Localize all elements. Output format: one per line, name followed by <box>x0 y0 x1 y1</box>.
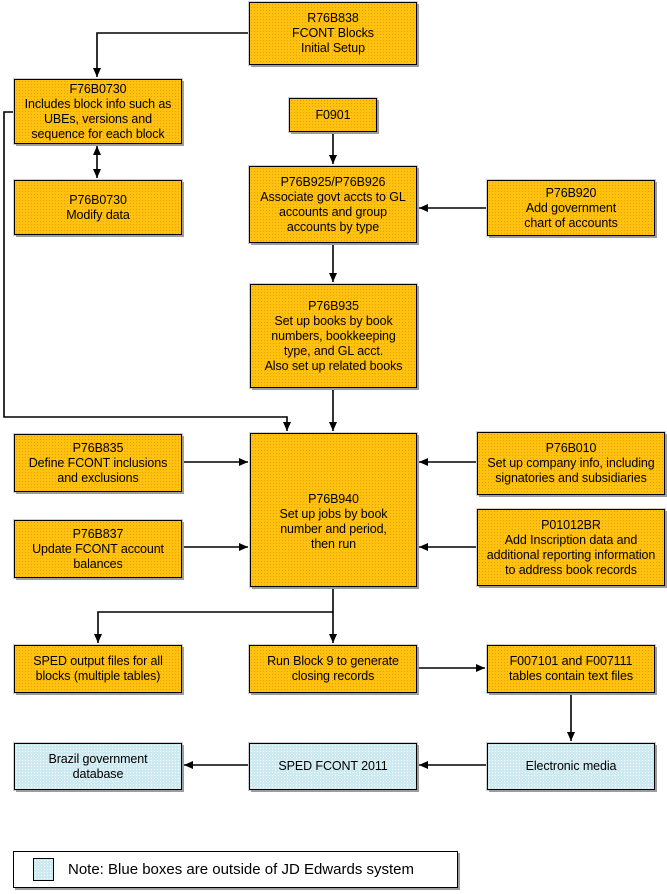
box-f0901: F0901 <box>289 98 377 132</box>
arrow-p76b940-to-sped-output <box>94 588 334 643</box>
box-run-block-9: Run Block 9 to generate closing records <box>249 645 417 693</box>
box-sped-output-files: SPED output files for all blocks (multip… <box>14 645 182 693</box>
box-p76b0730: P76B0730 Modify data <box>14 180 182 235</box>
box-p76b010: P76B010 Set up company info, including s… <box>477 432 665 495</box>
box-f007101-f007111: F007101 and F007111 tables contain text … <box>487 645 655 693</box>
box-p76b920: P76B920 Add government chart of accounts <box>487 180 655 236</box>
legend-note: Note: Blue boxes are outside of JD Edwar… <box>13 851 458 888</box>
box-p76b835: P76B835 Define FCONT inclusions and excl… <box>14 434 182 492</box>
box-p76b837: P76B837 Update FCONT account balances <box>14 520 182 578</box>
box-brazil-government-database: Brazil government database <box>14 743 182 790</box>
arrow-f76b0730-to-p76b940 <box>3 111 291 431</box>
box-f76b0730: F76B0730 Includes block info such as UBE… <box>14 79 182 144</box>
box-electronic-media: Electronic media <box>487 743 655 790</box>
box-sped-fcont-2011: SPED FCONT 2011 <box>249 743 417 790</box>
box-r76b838: R76B838 FCONT Blocks Initial Setup <box>249 2 417 65</box>
blue-box-swatch <box>33 858 54 881</box>
box-p76b935: P76B935 Set up books by book numbers, bo… <box>250 284 417 388</box>
box-p01012br: P01012BR Add Inscription data and additi… <box>477 509 665 586</box>
legend-note-text: Note: Blue boxes are outside of JD Edwar… <box>68 861 414 878</box>
box-p76b925-p76b926: P76B925/P76B926 Associate govt accts to … <box>249 166 417 243</box>
arrow-r76b838-to-f76b0730 <box>93 32 249 77</box>
box-p76b940: P76B940 Set up jobs by book number and p… <box>250 433 417 587</box>
